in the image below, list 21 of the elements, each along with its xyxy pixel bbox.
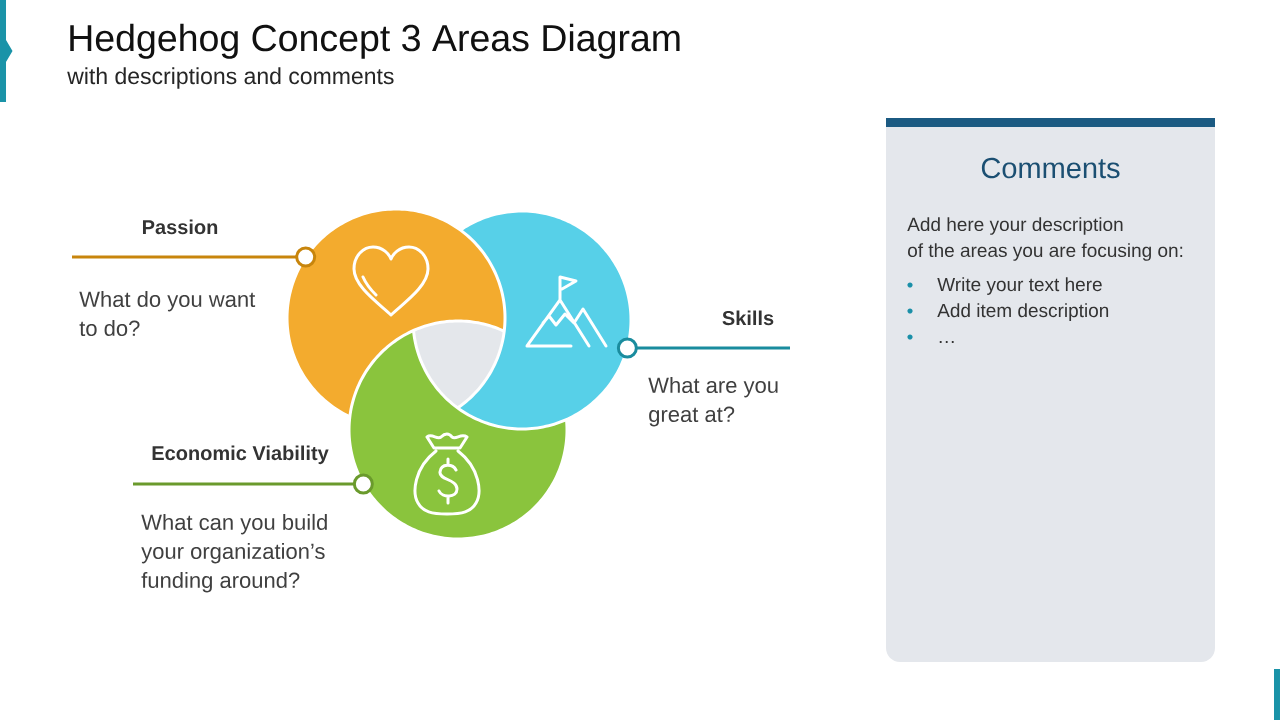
description: What do you want to do? <box>79 290 256 337</box>
overlap-region <box>415 322 503 407</box>
list-item: … <box>939 340 954 343</box>
subtitle: with descriptions and comments <box>67 67 394 89</box>
list-item: Write your text here <box>937 277 1102 295</box>
heading: Skills <box>722 310 774 326</box>
venn-region <box>460 212 630 428</box>
panel-text: Add here your description of the areas you are focusing on: <box>907 217 1183 261</box>
description: What can you build your organization’s funding around? <box>141 513 327 593</box>
list-item: Add item description <box>937 303 1109 321</box>
leader-line <box>133 473 374 495</box>
heading: Economic Viability <box>152 445 329 465</box>
heading: Passion <box>143 219 218 235</box>
leader-line <box>616 337 790 359</box>
title: Hedgehog Concept 3 Areas Diagram <box>70 23 680 59</box>
panel-heading: Comments <box>981 157 1120 179</box>
venn-region <box>288 210 504 415</box>
comments-panel <box>886 118 1215 662</box>
venn-region <box>350 332 566 538</box>
leader-line <box>72 246 317 268</box>
description: What are you great at? <box>648 376 778 427</box>
